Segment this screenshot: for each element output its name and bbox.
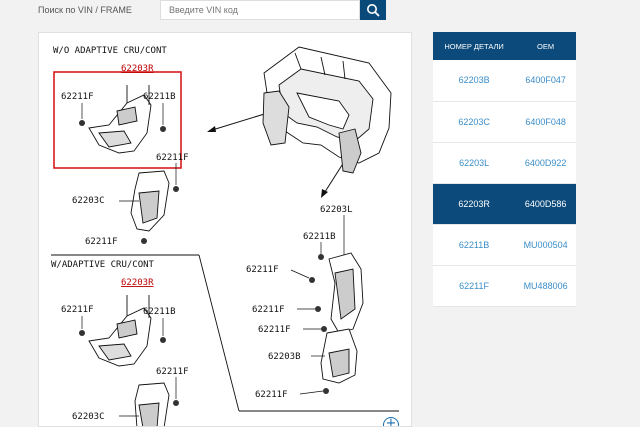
- bracket-62203R-1: [88, 85, 152, 154]
- callout-62203L[interactable]: 62203L: [320, 205, 353, 215]
- part-number-cell[interactable]: 62203C: [433, 101, 516, 143]
- callout-62211B-1[interactable]: 62211B: [143, 92, 176, 102]
- section1-title: W/O ADAPTIVE CRU/CONT: [53, 46, 167, 56]
- vin-search-input[interactable]: [160, 0, 360, 20]
- callout-62203B[interactable]: 62203B: [268, 352, 301, 362]
- callout-62203C-2[interactable]: 62203C: [72, 412, 105, 422]
- parts-table: НОМЕР ДЕТАЛИ OEM 62203B 6400F047 62203C …: [433, 32, 576, 307]
- bracket-62203L: [328, 252, 364, 334]
- bolt-icon: [318, 254, 324, 260]
- diagram-drawing: W/O ADAPTIVE CRU/CONT 62203R 62211F 6221…: [51, 46, 399, 426]
- bolt-icon: [79, 330, 85, 336]
- bolt-icon: [160, 126, 166, 132]
- section2-title: W/ADAPTIVE CRU/CONT: [51, 260, 155, 270]
- bolt-icon: [323, 388, 329, 394]
- callout-62211B-2[interactable]: 62211B: [303, 232, 336, 242]
- bolt-icon: [315, 306, 321, 312]
- search-icon: [367, 4, 380, 17]
- callout-62211F-6[interactable]: 62211F: [258, 325, 291, 335]
- callout-62211F-9[interactable]: 62211F: [156, 367, 189, 377]
- callout-62203R-2[interactable]: 62203R: [121, 278, 154, 288]
- vehicle-frame: [262, 46, 392, 174]
- search-label: Поиск по VIN / FRAME: [38, 5, 132, 15]
- bolt-icon: [173, 400, 179, 406]
- header-oem: OEM: [515, 32, 576, 60]
- callout-62211F-1[interactable]: 62211F: [61, 92, 94, 102]
- table-row[interactable]: 62211B MU000504: [433, 224, 576, 266]
- bracket-62203R-2: [88, 295, 152, 367]
- part-number-cell[interactable]: 62203R: [433, 183, 516, 225]
- bolt-icon: [173, 186, 179, 192]
- callout-62211F-2[interactable]: 62211F: [156, 153, 189, 163]
- callout-62211F-4[interactable]: 62211F: [246, 265, 279, 275]
- callout-62203R-1[interactable]: 62203R: [121, 64, 154, 74]
- part-number-cell[interactable]: 62203L: [433, 142, 516, 184]
- oem-cell[interactable]: MU488006: [515, 265, 576, 307]
- callout-62211F-3[interactable]: 62211F: [85, 237, 118, 247]
- part-number-cell[interactable]: 62211B: [433, 224, 516, 266]
- oem-cell[interactable]: 6400F048: [515, 101, 576, 143]
- bolt-icon: [79, 120, 85, 126]
- callout-62211F-8[interactable]: 62211F: [61, 305, 94, 315]
- callout-62211B-3[interactable]: 62211B: [143, 307, 176, 317]
- oem-cell[interactable]: MU000504: [515, 224, 576, 266]
- table-row[interactable]: 62203B 6400F047: [433, 60, 576, 102]
- part-number-cell[interactable]: 62211F: [433, 265, 516, 307]
- header-part-number: НОМЕР ДЕТАЛИ: [433, 32, 516, 60]
- search-button[interactable]: [360, 0, 386, 20]
- bracket-62203C-1: [130, 170, 170, 232]
- bolt-icon: [141, 238, 147, 244]
- callout-62211F-5[interactable]: 62211F: [252, 305, 285, 315]
- table-row[interactable]: 62211F MU488006: [433, 265, 576, 307]
- oem-cell[interactable]: 6400F047: [515, 60, 576, 102]
- table-row-selected[interactable]: 62203R 6400D586: [433, 183, 576, 225]
- zoom-in-icon[interactable]: +: [383, 417, 399, 426]
- bolt-icon: [321, 326, 327, 332]
- table-row[interactable]: 62203L 6400D922: [433, 142, 576, 184]
- bolt-icon: [309, 277, 315, 283]
- bolt-icon: [160, 337, 166, 343]
- bracket-62203B: [320, 328, 358, 384]
- part-number-cell[interactable]: 62203B: [433, 60, 516, 102]
- bracket-62203C-2: [134, 382, 170, 426]
- table-row[interactable]: 62203C 6400F048: [433, 101, 576, 143]
- oem-cell[interactable]: 6400D922: [515, 142, 576, 184]
- selected-part-highlight[interactable]: [53, 71, 182, 169]
- callout-62203C-1[interactable]: 62203C: [72, 196, 105, 206]
- table-header-row: НОМЕР ДЕТАЛИ OEM: [433, 32, 576, 60]
- oem-cell[interactable]: 6400D586: [515, 183, 576, 225]
- callout-62211F-7[interactable]: 62211F: [255, 390, 288, 400]
- parts-diagram: W/O ADAPTIVE CRU/CONT 62203R 62211F 6221…: [38, 32, 412, 427]
